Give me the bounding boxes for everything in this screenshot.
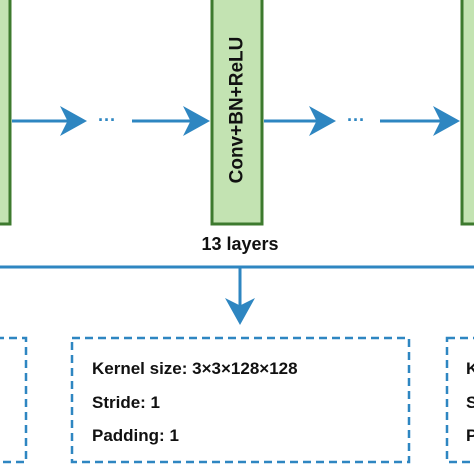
param-box-right: K S P — [445, 336, 474, 464]
param-padding: Padding: 1 — [92, 426, 179, 445]
ellipsis-left: ··· — [98, 110, 116, 130]
param-box-center: Kernel size: 3×3×128×128 Stride: 1 Paddi… — [70, 336, 411, 464]
ellipsis-right: ··· — [347, 110, 365, 130]
param-right-initial-k: K — [466, 359, 474, 378]
param-right-initial-s: S — [466, 393, 474, 412]
param-right-initial-p: P — [466, 426, 474, 445]
left-conv-block — [0, 0, 12, 226]
right-conv-block — [460, 0, 474, 226]
center-block-label: Conv+BN+ReLU — [227, 37, 248, 184]
param-stride: Stride: 1 — [92, 393, 160, 412]
center-conv-block: Conv+BN+ReLU — [210, 0, 264, 226]
param-kernel-size: Kernel size: 3×3×128×128 — [92, 359, 298, 378]
layers-caption: 13 layers — [201, 234, 278, 254]
param-box-left — [0, 336, 28, 464]
